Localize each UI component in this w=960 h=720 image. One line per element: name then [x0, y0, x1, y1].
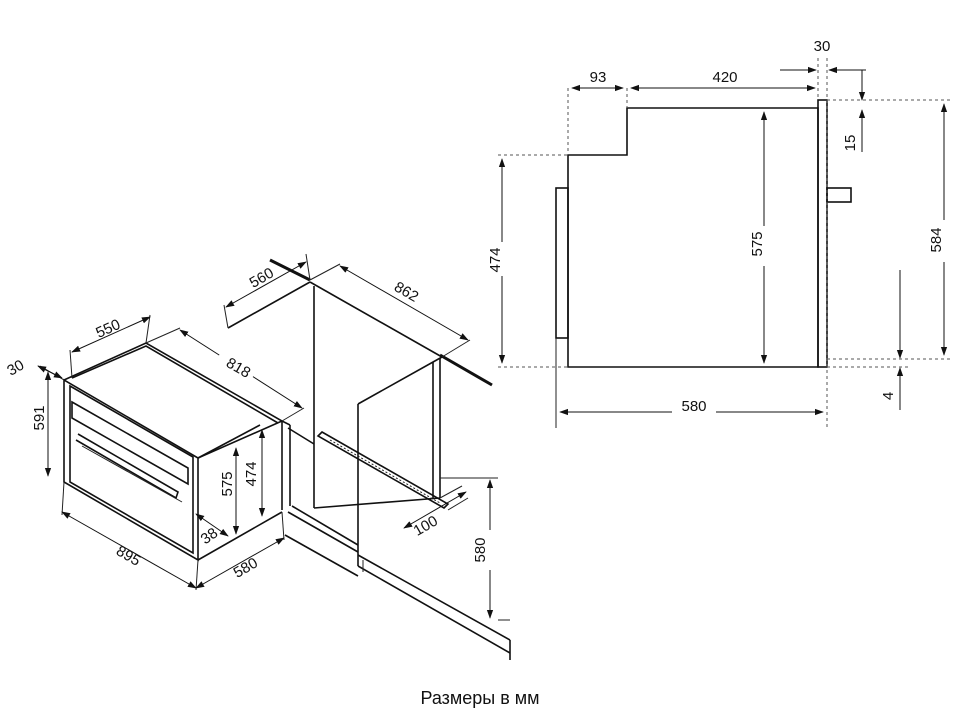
knob	[826, 187, 852, 203]
dim-862: 862	[391, 278, 421, 305]
isometric-view: 30 550 560 862 818 591 575 474 38 895 58…	[4, 253, 511, 660]
dim-584: 584	[928, 227, 945, 252]
rear-element	[555, 187, 569, 339]
dim-30-top: 30	[814, 38, 831, 55]
front-panel	[817, 99, 828, 368]
dim-4: 4	[880, 392, 897, 400]
dim-560: 560	[247, 264, 277, 291]
dim-580-side: 580	[681, 398, 706, 415]
dim-420: 420	[712, 69, 737, 86]
dim-575-iso: 575	[219, 471, 236, 496]
dim-895: 895	[113, 542, 143, 569]
dim-580-depth: 580	[231, 554, 261, 581]
dim-38: 38	[198, 525, 221, 548]
dim-474: 474	[487, 247, 504, 272]
control-panel	[71, 400, 189, 486]
dim-580-height: 580	[472, 537, 489, 562]
dim-591: 591	[31, 405, 48, 430]
caption: Размеры в мм	[420, 688, 540, 708]
oven-handle	[75, 433, 179, 500]
side-view: 93 420 30 15 474 575 584 4 580	[487, 38, 953, 428]
dim-15: 15	[842, 135, 859, 152]
oven-body-outline	[567, 107, 819, 368]
cabinet-niche	[227, 258, 511, 660]
dim-550: 550	[93, 316, 123, 342]
dim-93: 93	[590, 69, 607, 86]
dim-575: 575	[749, 231, 766, 256]
dim-100: 100	[411, 512, 441, 539]
oven-body	[63, 342, 291, 562]
dim-30-iso: 30	[4, 357, 27, 380]
dim-474-iso: 474	[243, 461, 260, 486]
